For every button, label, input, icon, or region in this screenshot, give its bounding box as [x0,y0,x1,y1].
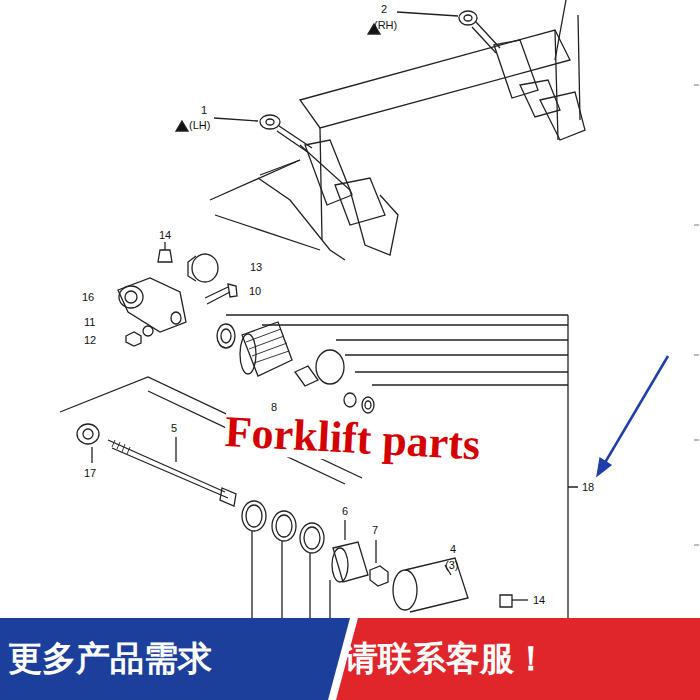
callout-number: 18 [582,481,594,493]
callout-number: 11 [84,316,95,328]
watermark: Forklift parts [224,410,481,467]
callout-number: 2 [381,3,387,15]
banner-band: 更多产品需求 [0,618,350,700]
callout-number: 16 [82,291,94,303]
callout-number: 5 [171,422,177,434]
callout-number: 1 [201,104,207,116]
banner-text: 请联系客服！ [344,636,548,682]
callout-number: (3) [445,559,458,571]
callout-number: 6 [342,505,348,517]
callout-number: 17 [84,467,96,479]
callout-number: 12 [84,334,96,346]
callout-number: (LH) [189,119,210,131]
callout-number: 7 [372,524,378,536]
callout-number: 14 [533,594,545,606]
banner-text: 更多产品需求 [8,636,212,682]
callout-number: (RH) [374,19,397,31]
callout-number: 4 [450,543,456,555]
callout-number: 8 [271,401,277,413]
callout-number: 10 [249,285,261,297]
callout-number: 13 [250,261,262,273]
banner-band: 请联系客服！ [336,618,700,700]
callout-number: 14 [159,229,171,241]
